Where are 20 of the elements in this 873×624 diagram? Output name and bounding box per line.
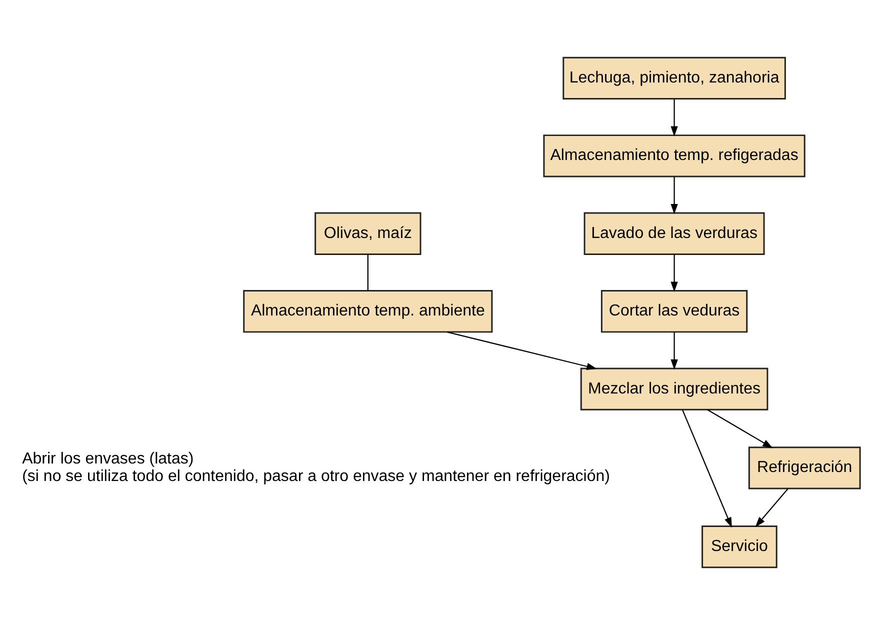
label: (si no se utiliza todo el contenido, pasar a otro envase y mantener en refrigeración) xyxy=(22,467,610,484)
node-box: Lechuga, pimiento, zanahoria xyxy=(562,56,786,99)
arrow xyxy=(682,409,732,528)
node-box: Servicio xyxy=(702,525,778,568)
node-box: Cortar las veduras xyxy=(600,290,748,332)
node-box: Refrigeración xyxy=(748,446,861,489)
arrow xyxy=(755,488,788,527)
arrow xyxy=(670,254,678,292)
node-box: Olivas, maíz xyxy=(314,212,422,254)
arrow xyxy=(707,408,773,448)
node-box: Mezclar los ingredientes xyxy=(580,367,768,410)
arrow xyxy=(670,98,678,136)
connector xyxy=(367,254,368,290)
arrow xyxy=(670,176,678,214)
node-box: Almacenamiento temp. ambiente xyxy=(243,290,493,332)
label: Abrir los envases (latas) xyxy=(22,450,194,468)
arrow xyxy=(447,330,597,370)
node-box: Almacenamiento temp. refigeradas xyxy=(543,134,806,177)
arrow xyxy=(670,332,678,370)
node-box: Lavado de las verduras xyxy=(584,212,765,254)
